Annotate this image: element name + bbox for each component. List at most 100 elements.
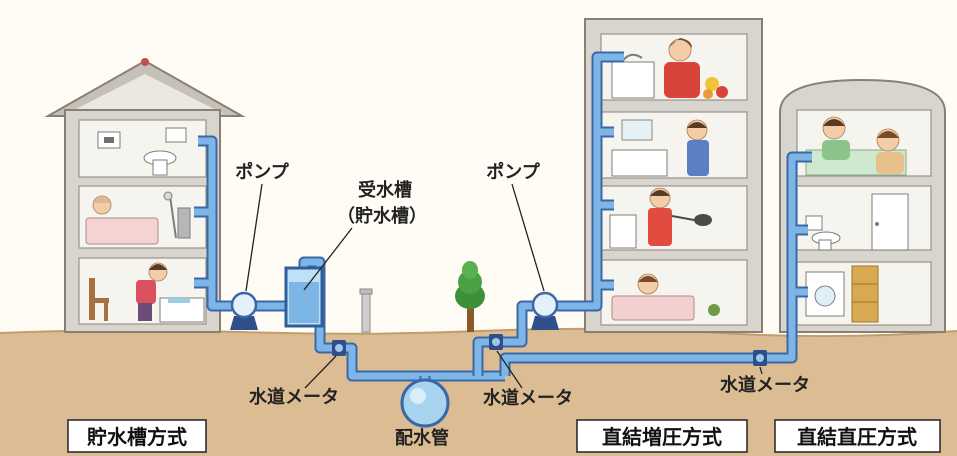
kitchen-sink <box>168 298 190 303</box>
leader-meter-right <box>759 366 763 375</box>
leader-meter-center <box>496 350 523 389</box>
label-meter-left: 水道メータ <box>249 386 339 408</box>
tree-foliage-middle <box>458 270 482 294</box>
meter-dial <box>335 344 343 352</box>
pipe-booster-branch <box>474 302 533 376</box>
pump-casing <box>531 291 559 319</box>
building-direct-pressure-system <box>779 78 946 333</box>
water-meter-icon <box>489 334 503 350</box>
tank-water <box>289 282 319 323</box>
roof-finial <box>141 58 149 66</box>
building-booster-direct-system <box>584 18 763 333</box>
distribution-pipe-highlight <box>410 388 426 404</box>
house-storage-tank-system <box>44 58 246 333</box>
system-label-text: 直結増圧方式 <box>602 425 722 449</box>
label-meter-right: 水道メータ <box>720 374 810 396</box>
toilet-tank <box>805 215 823 231</box>
system-label-booster-direct: 直結増圧方式 <box>576 419 748 453</box>
faucet-fixture <box>177 207 191 239</box>
water-meter-icon <box>332 340 346 356</box>
shower-hose <box>169 195 177 239</box>
pump-base <box>230 316 258 330</box>
water-tank-icon <box>284 266 324 328</box>
kitchen-shelf <box>609 214 637 249</box>
person-body-tan <box>876 152 904 174</box>
meter-dial <box>756 354 764 362</box>
pipe-network <box>194 51 812 384</box>
water-heater <box>611 61 655 99</box>
label-tank: 受水槽 <box>358 179 412 201</box>
flower-red <box>716 86 728 98</box>
label-pump-right: ポンプ <box>486 161 540 183</box>
door-knob <box>875 222 879 226</box>
distribution-pipe-outer <box>400 378 450 428</box>
pump-icon <box>531 291 559 330</box>
bather-hair <box>638 276 658 282</box>
chair-seat <box>89 298 109 303</box>
leader-pump-left <box>245 183 263 292</box>
mirror <box>621 119 653 141</box>
leader-pump-right <box>511 183 545 292</box>
system-label-box <box>67 419 207 453</box>
pipe-tank-supply <box>300 258 505 380</box>
wall-sign-mark <box>104 137 114 143</box>
label-tank-alt: （貯水槽） <box>337 205 427 227</box>
person-hair <box>687 122 707 128</box>
toilet-base <box>152 159 168 176</box>
person-hair <box>650 190 670 196</box>
utility-pole-icon <box>359 288 373 333</box>
system-label-text: 直結直圧方式 <box>797 425 917 449</box>
system-label-storage-tank: 貯水槽方式 <box>67 419 207 453</box>
label-distribution-main: 配水管 <box>395 427 449 449</box>
bathtub <box>85 217 159 245</box>
meter-dial <box>492 338 500 346</box>
chair-leg <box>104 303 108 321</box>
toilet-tank <box>165 127 187 143</box>
pump-icon <box>230 291 258 330</box>
person-apron-red <box>648 208 672 246</box>
system-label-direct-pressure: 直結直圧方式 <box>774 419 941 453</box>
pump-base <box>531 316 559 330</box>
distribution-pipe-icon <box>400 378 450 428</box>
leader-meter-left <box>304 355 337 389</box>
bather-hair <box>93 197 111 203</box>
pump-casing <box>230 291 258 319</box>
washing-machine-window <box>814 285 836 307</box>
system-label-text: 貯水槽方式 <box>87 425 187 449</box>
water-meter-icon <box>753 350 767 366</box>
person-hair <box>668 38 692 48</box>
frying-pan <box>694 214 712 226</box>
flower-orange <box>703 89 713 99</box>
toy-duck <box>708 304 720 316</box>
person-hair <box>877 131 899 138</box>
roof-gable <box>66 74 224 114</box>
tree-icon <box>455 261 485 332</box>
pipe-booster-riser <box>557 53 624 310</box>
label-meter-center: 水道メータ <box>483 387 573 409</box>
leader-tank <box>303 227 353 291</box>
pole-body <box>361 291 371 333</box>
person-body-green <box>822 140 850 160</box>
cook-legs <box>138 303 152 321</box>
cook-hair <box>149 264 167 270</box>
door <box>871 193 909 251</box>
toilet-base <box>818 239 832 251</box>
pipe-house-riser <box>194 137 232 310</box>
flower-yellow <box>705 77 719 91</box>
bathtub <box>611 295 695 321</box>
cook-body <box>136 280 156 304</box>
pole-cap <box>359 288 373 295</box>
person-body-blue <box>687 140 709 176</box>
tree-trunk <box>467 304 474 332</box>
frying-pan-handle <box>671 215 695 221</box>
person-hair <box>823 119 845 126</box>
system-label-box <box>774 419 941 453</box>
system-label-box <box>576 419 748 453</box>
tree-foliage-top <box>462 261 478 279</box>
shower-head <box>163 191 173 201</box>
vanity-cabinet <box>611 149 668 177</box>
label-pump-left: ポンプ <box>235 161 289 183</box>
person-body-red <box>664 62 700 98</box>
storage-shelf <box>851 265 879 323</box>
